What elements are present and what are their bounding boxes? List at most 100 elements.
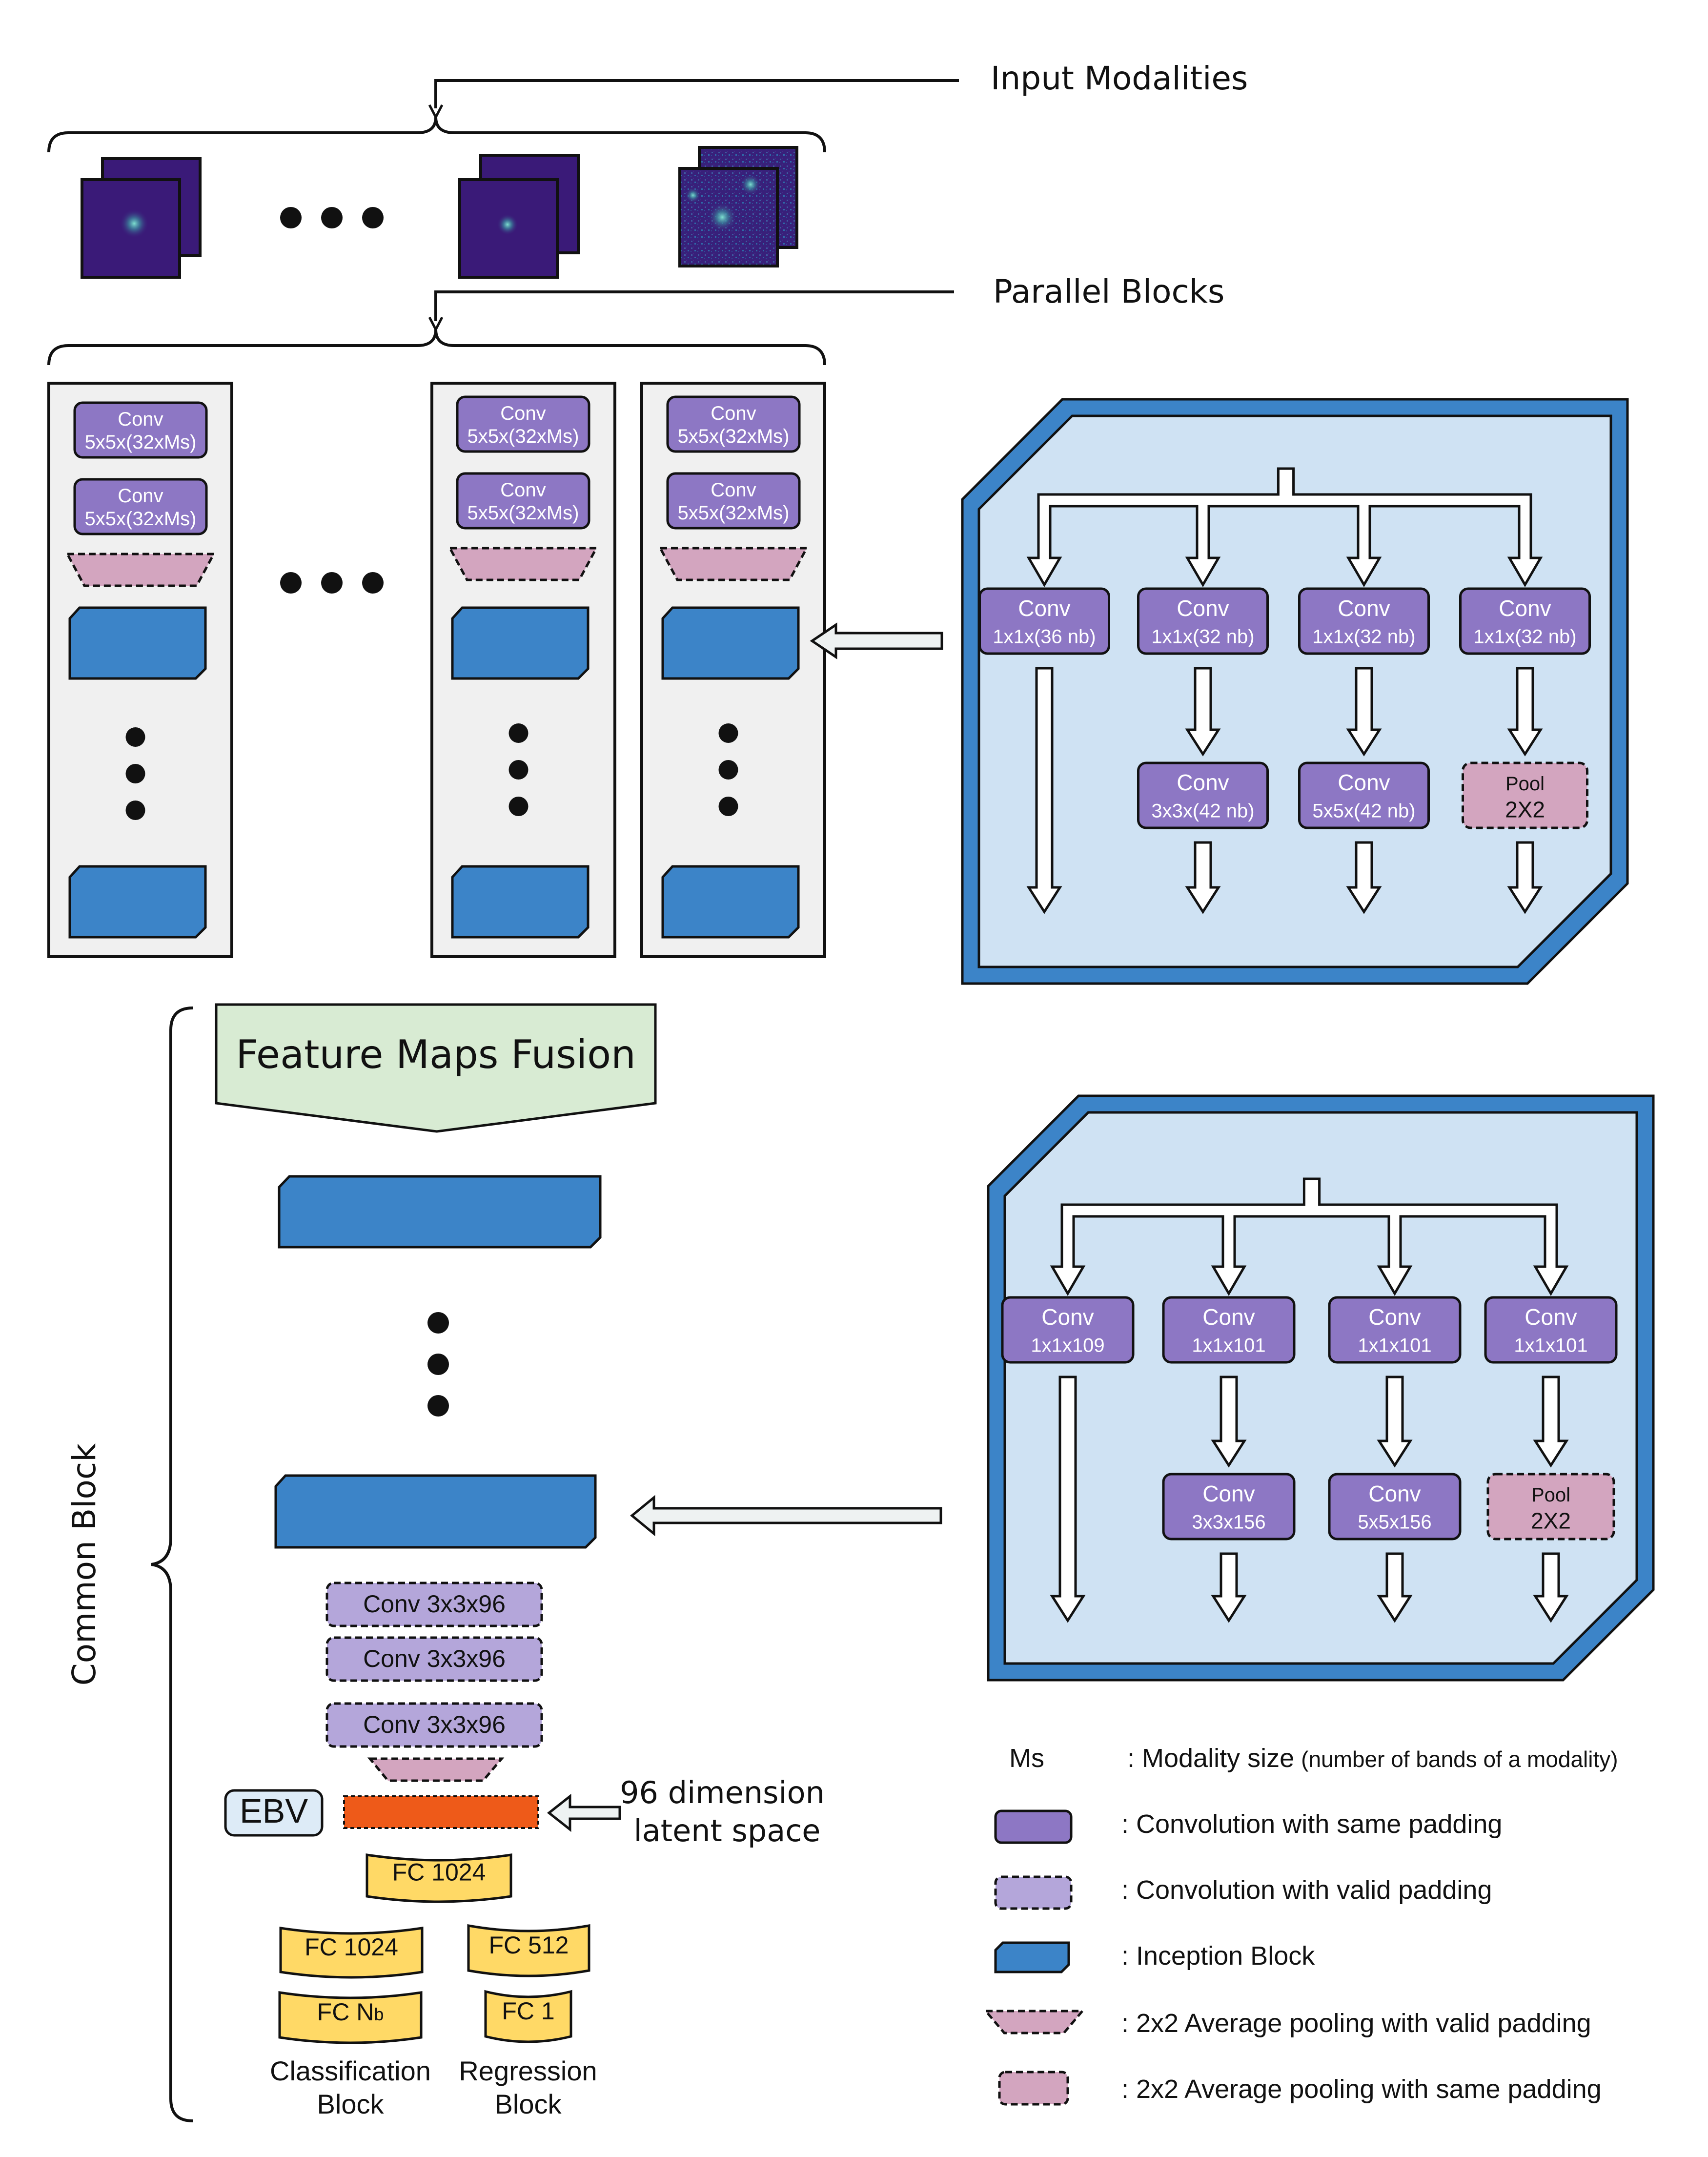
parallel-conv-1-title: Conv xyxy=(500,403,546,424)
ellipsis-dot xyxy=(508,760,529,780)
inception-branch-conv-3-title: Conv xyxy=(1338,596,1390,621)
input-modalities-section: Input Modalities xyxy=(47,60,1248,279)
common-conv-label: Conv 3x3x96 xyxy=(363,1590,506,1618)
legend-ms-text-main: : Modality size xyxy=(1127,1744,1294,1773)
inception-branch-conv-2-title: Conv xyxy=(1177,596,1229,621)
fc-nb-classification-label-part: b xyxy=(374,2004,384,2024)
inception-second-conv-2-subtitle: 5x5x(42 nb) xyxy=(1312,801,1415,822)
inception-out-arrow xyxy=(1346,841,1382,914)
inception-block-common-2 xyxy=(274,1474,597,1549)
legend-item-conv-valid: : Convolution with valid padding xyxy=(1121,1875,1492,1905)
inception-out-arrow xyxy=(1507,841,1543,914)
ellipsis-dots-icon xyxy=(125,727,145,820)
common-block-section: Common Block Feature Maps Fusion Conv 3x… xyxy=(65,1003,942,2122)
parallel-inception-block-1 xyxy=(661,606,800,680)
inception-split-arrows xyxy=(1050,1177,1569,1296)
modality-image-2 xyxy=(458,154,580,279)
fc-nb-classification-shape xyxy=(278,1991,423,2044)
inception-branch-conv-4-box xyxy=(1484,1296,1618,1364)
inception-out-arrow xyxy=(1533,1552,1569,1623)
inception-pool-same-subtitle: 2X2 xyxy=(1531,1508,1571,1534)
inception-block-common-1 xyxy=(278,1175,602,1249)
inception-pool-same-box xyxy=(1486,1473,1615,1541)
parallel-inception-block-2 xyxy=(451,865,590,939)
parallel-inception-block-1 xyxy=(451,606,590,680)
inception-branch-conv-4-title: Conv xyxy=(1499,596,1551,621)
inception-pool-same-title: Pool xyxy=(1505,773,1545,795)
fc-512-regression-shape xyxy=(467,1924,590,1977)
inception-mid-arrow xyxy=(1346,667,1382,757)
common-conv-box xyxy=(325,1702,543,1748)
inception-branch-conv-1-box xyxy=(1001,1296,1135,1364)
fc-nb-classification: FC Nb xyxy=(278,1991,423,2044)
parallel-pool-valid xyxy=(658,547,809,581)
common-conv-box xyxy=(325,1636,543,1682)
inception-out-arrow xyxy=(1185,841,1221,914)
fc-1-regression: FC 1 xyxy=(484,1990,572,2043)
legend-ms-key: Ms xyxy=(1009,1744,1044,1773)
inception-branch-conv-1-subtitle: 1x1x(36 nb) xyxy=(993,626,1096,648)
inception-branch-conv-3-title: Conv xyxy=(1368,1304,1421,1330)
inception-branch-conv-1-title: Conv xyxy=(1018,596,1070,621)
parallel-blocks-brace xyxy=(47,329,826,366)
classification-label-line2: Block xyxy=(317,2089,385,2119)
ebv-box xyxy=(224,1789,324,1837)
classification-label-line1: Classification xyxy=(270,2055,431,2086)
parallel-blocks-callout xyxy=(434,290,954,321)
fc-512-regression-label: FC 512 xyxy=(489,1931,569,1959)
inception-out-arrow xyxy=(1211,1552,1247,1623)
inception-second-conv-1-subtitle: 3x3x156 xyxy=(1192,1512,1265,1533)
inception-mid-arrow xyxy=(1507,667,1543,757)
inception-branch-conv-3: Conv 1x1x(32 nb) xyxy=(1298,587,1430,655)
inception-second-conv-1-title: Conv xyxy=(1202,1481,1255,1506)
inception-inner xyxy=(977,414,1612,968)
fc-1-regression-label-part: FC 1 xyxy=(502,1997,554,2025)
inception-branch-conv-3-subtitle: 1x1x(32 nb) xyxy=(1312,626,1415,648)
inception-pool-same-subtitle: 2X2 xyxy=(1505,797,1545,822)
ellipsis-dot xyxy=(718,797,738,816)
inception-branch-conv-2-subtitle: 1x1x101 xyxy=(1192,1335,1265,1356)
legend-item-pool-same: : 2x2 Average pooling with same padding xyxy=(1121,2075,1602,2104)
common-conv-label: Conv 3x3x96 xyxy=(363,1645,506,1672)
ellipsis-dot xyxy=(508,797,529,816)
parallel-pool-valid xyxy=(447,547,599,581)
latent-space-arrow xyxy=(547,1793,621,1832)
inception-pool-same-box xyxy=(1462,761,1588,829)
ellipsis-dot xyxy=(718,723,738,743)
modality-image-1 xyxy=(81,157,202,279)
fc-1024-shared-shape xyxy=(366,1853,512,1903)
parallel-blocks-section: Parallel Blocks Conv5x5x(32xMs)Conv5x5x(… xyxy=(47,273,1224,958)
ellipsis-dot xyxy=(125,764,145,783)
inception-branch-conv-4-subtitle: 1x1x(32 nb) xyxy=(1473,626,1576,648)
inception-detail-bottom: Conv1x1x109Conv1x1x101Conv1x1x101Conv1x1… xyxy=(987,1094,1655,1682)
legend-ms-note: (number of bands of a modality) xyxy=(1301,1746,1618,1772)
latent-space-box xyxy=(343,1795,539,1829)
inception-split-arrows xyxy=(1026,467,1543,587)
ellipsis-dots-icon xyxy=(508,723,529,816)
inception-branch-conv-4-title: Conv xyxy=(1525,1304,1577,1330)
parallel-conv-2-title: Conv xyxy=(118,485,163,507)
parallel-conv-2-box xyxy=(73,478,208,535)
common-block-label: Common Block xyxy=(65,1443,103,1686)
common-conv-valid-1: Conv 3x3x96 xyxy=(325,1582,543,1627)
input-modalities-callout xyxy=(434,79,959,108)
inception-branch-conv-2-title: Conv xyxy=(1202,1304,1255,1330)
inception-mid-arrow xyxy=(1377,1376,1413,1468)
inception-mid-arrow xyxy=(1185,667,1221,757)
ebv-label: EBV xyxy=(240,1792,308,1830)
common-block-brace xyxy=(151,1007,193,2122)
legend-item-pool-valid: : 2x2 Average pooling with valid padding xyxy=(1121,2009,1591,2038)
common-conv-valid-2: Conv 3x3x96 xyxy=(325,1636,543,1682)
